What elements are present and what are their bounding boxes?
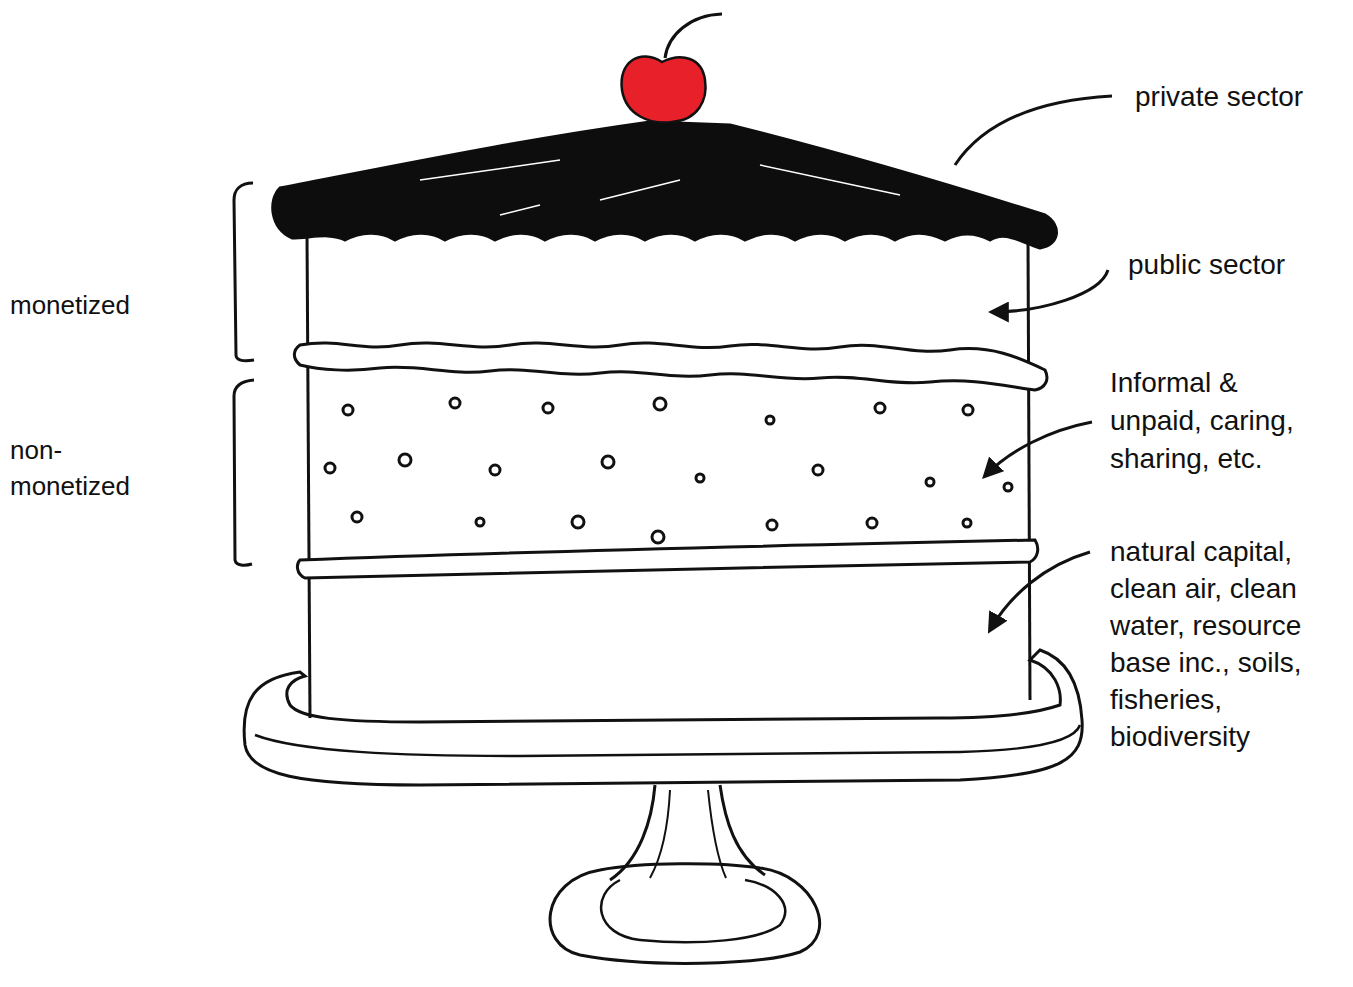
callout-label: Informal & unpaid, caring, sharing, etc. bbox=[1110, 364, 1335, 478]
leader-arrow bbox=[992, 270, 1108, 312]
plate-rim bbox=[255, 725, 1080, 756]
chocolate-frosting bbox=[273, 122, 1057, 248]
cake-side-left bbox=[307, 235, 310, 718]
stand-base bbox=[550, 864, 820, 964]
callout-label: public sector bbox=[1128, 248, 1348, 282]
stand-stem bbox=[610, 785, 765, 880]
bracket-monetized bbox=[234, 183, 254, 361]
stand-stem-inner bbox=[650, 790, 726, 878]
leader-arrow bbox=[990, 552, 1090, 630]
callout-label: non- monetized bbox=[10, 432, 150, 504]
frosting-highlights bbox=[420, 160, 900, 215]
stand-base-inner bbox=[601, 880, 785, 942]
cake-band bbox=[297, 540, 1037, 578]
cake-plate bbox=[244, 650, 1082, 785]
cherry-stem bbox=[665, 14, 722, 58]
cake-filling bbox=[294, 343, 1047, 390]
sponge-dots bbox=[325, 398, 1012, 543]
cherry bbox=[622, 57, 706, 123]
bracket-non-monetized bbox=[234, 380, 254, 565]
callout-label: private sector bbox=[1135, 80, 1353, 114]
callout-label: monetized bbox=[10, 288, 160, 322]
callout-label: natural capital, clean air, clean water,… bbox=[1110, 533, 1350, 755]
leader-arrow bbox=[985, 422, 1092, 476]
leader-line bbox=[955, 96, 1112, 165]
